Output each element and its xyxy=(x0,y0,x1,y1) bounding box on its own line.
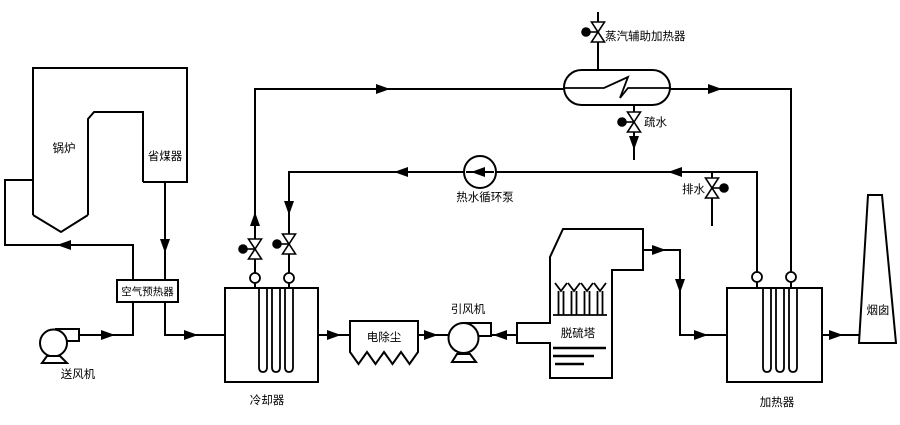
desulfurization-tower-symbol xyxy=(516,228,644,379)
fd-fan-base xyxy=(40,355,70,364)
flange-circles xyxy=(249,271,797,284)
steam-valve-actuator xyxy=(581,27,591,37)
steam-aux-heater-symbol xyxy=(563,69,671,106)
heater-coil-1 xyxy=(762,288,772,373)
cooler-symbol xyxy=(224,287,319,383)
valves xyxy=(238,21,729,260)
arrow-heater-to-chimney xyxy=(829,330,843,340)
flow-arrows xyxy=(57,84,843,340)
arrow-into-heater xyxy=(694,330,708,340)
cooler-label: 冷却器 xyxy=(250,394,285,407)
fd-fan-body xyxy=(39,328,68,358)
arrow-water-to-heater xyxy=(708,84,722,94)
boiler-hopper xyxy=(32,214,89,234)
induced-draft-fan-symbol xyxy=(447,322,492,363)
heater-box xyxy=(726,287,823,383)
fd-fan-label: 送风机 xyxy=(61,367,96,381)
drain-label: 排水 xyxy=(682,182,705,196)
cooler-outlet-valve-actuator xyxy=(238,244,248,254)
arrow-trap-drain-down xyxy=(629,136,639,150)
heater-left-flange xyxy=(751,271,763,283)
forced-draft-fan-symbol xyxy=(39,328,80,364)
arrow-esp-to-fan xyxy=(424,330,438,340)
id-fan-label: 引风机 xyxy=(451,302,486,316)
arrow-return-down-to-cooler xyxy=(284,201,294,215)
arrow-pump-direction xyxy=(471,167,485,177)
tower-liquid-level-lines xyxy=(553,346,606,366)
drain-valve-actuator xyxy=(719,183,729,193)
chimney-body xyxy=(857,194,898,344)
boiler-partition xyxy=(87,111,144,215)
heater-symbol xyxy=(726,287,823,383)
esp-body xyxy=(349,320,419,366)
tower-label: 脱硫塔 xyxy=(561,326,596,340)
chimney-label: 烟囱 xyxy=(867,303,890,317)
arrow-down-to-heater-duct xyxy=(675,279,685,293)
water-line-cooler-to-steamheater xyxy=(254,88,564,288)
arrow-flue-down xyxy=(160,239,170,253)
duct-tower-to-heater xyxy=(643,249,727,336)
economizer-label: 省煤器 xyxy=(148,150,183,163)
arrow-fan-to-tower xyxy=(493,330,507,340)
heater-label: 加热器 xyxy=(760,396,795,409)
labels: 锅炉 省煤器 空气预热器 送风机 冷却器 电除尘 引风机 脱硫塔 加热器 烟囱 … xyxy=(53,29,890,409)
cooler-right-flange xyxy=(283,272,295,284)
arrow-water-up-from-cooler xyxy=(250,212,260,226)
arrow-flue-right-to-cooler xyxy=(184,330,198,340)
heater-coil-3 xyxy=(788,288,798,373)
air-preheater-label: 空气预热器 xyxy=(121,285,174,298)
steam-aux-heater-label: 蒸汽辅助加热器 xyxy=(605,29,686,43)
arrow-return-left-1 xyxy=(668,167,682,177)
pump-label: 热水循环泵 xyxy=(456,191,514,204)
tower-body xyxy=(516,228,644,379)
id-fan-base xyxy=(450,353,478,363)
boiler-outline xyxy=(32,67,188,215)
cooler-left-flange xyxy=(249,272,261,284)
flue-duct-economizer-to-cooler xyxy=(164,182,225,336)
esp-label: 电除尘 xyxy=(367,330,402,344)
arrow-cooler-to-esp xyxy=(327,330,341,340)
arrow-return-left-2 xyxy=(394,167,408,177)
heater-coil-2 xyxy=(775,288,785,373)
boiler-label: 锅炉 xyxy=(53,141,76,155)
trap-drain-label: 疏水 xyxy=(644,115,667,129)
arrow-air-to-boiler xyxy=(57,240,71,250)
heater-right-flange xyxy=(785,271,797,283)
air-duct-fan-to-boiler xyxy=(4,179,134,336)
water-return-line xyxy=(288,171,758,288)
cooler-inlet-valve-actuator xyxy=(272,239,282,249)
cooler-coil-1 xyxy=(258,288,268,373)
steam-aux-heater-element xyxy=(564,75,670,99)
air-preheater-box xyxy=(116,279,179,303)
arrow-tower-outlet xyxy=(652,245,666,255)
arrow-air-to-preheater xyxy=(101,330,115,340)
arrow-water-to-steamheater xyxy=(376,84,390,94)
id-fan-body xyxy=(447,322,480,354)
cooler-coil-3 xyxy=(284,288,294,373)
trap-drain-valve-actuator xyxy=(617,117,627,127)
cooler-coil-2 xyxy=(271,288,281,373)
tower-spray-nozzles xyxy=(553,282,607,316)
